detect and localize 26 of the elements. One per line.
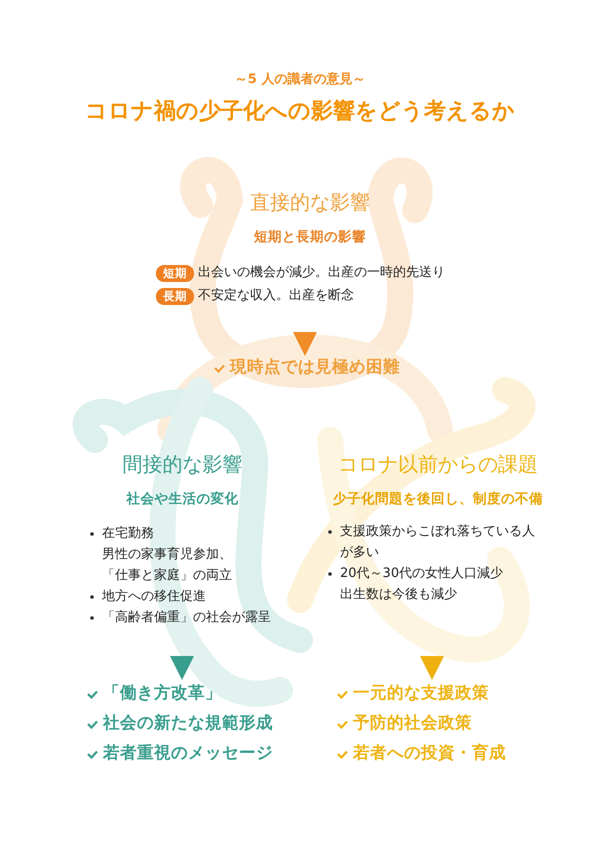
- bullet-text: 支援政策からこぼれ落ちている人が多い: [340, 523, 536, 562]
- section-subheading: 社会や生活の変化: [125, 490, 240, 508]
- outcome-text: 若者への投資・育成: [353, 742, 507, 764]
- bullet-text: 在宅勤務: [102, 525, 155, 543]
- outcome-text: 予防的社会政策: [353, 712, 473, 734]
- subtitle: ～5 人の識者の意見～: [234, 70, 366, 88]
- outcome-text: 社会の新たな規範形成: [103, 712, 274, 734]
- bullet-text: 出生数は今後も減少: [340, 586, 458, 604]
- bullet-text: 「高齢者偏重」の社会が露呈: [102, 609, 272, 627]
- outcome-text: 若者重視のメッセージ: [103, 742, 274, 764]
- section-subheading: 少子化問題を後回し、制度の不備: [332, 490, 544, 508]
- section-heading: 直接的な影響: [249, 190, 371, 214]
- outcome-text: 「働き方改革」: [103, 682, 223, 704]
- outcome-text: 現時点では見極め困難: [230, 356, 401, 378]
- section-heading: 間接的な影響: [122, 452, 244, 476]
- body-text: 出会いの機会が減少。出産の一時的先送り: [198, 264, 446, 282]
- bullet-text: 男性の家事育児参加、「仕事と家庭」の両立: [102, 546, 233, 585]
- section-subheading: 短期と長期の影響: [253, 228, 367, 246]
- title: コロナ禍の少子化への影響をどう考えるか: [84, 98, 516, 126]
- bullet-text: 20代～30代の女性人口減少: [340, 565, 504, 583]
- bullet-text: 地方への移住促進: [102, 588, 207, 606]
- body-text: 不安定な収入。出産を断念: [198, 287, 355, 305]
- section-heading: コロナ以前からの課題: [337, 452, 539, 476]
- badge: 短期: [156, 265, 194, 282]
- outcome-text: 一元的な支援政策: [353, 682, 490, 704]
- badge: 長期: [156, 288, 194, 305]
